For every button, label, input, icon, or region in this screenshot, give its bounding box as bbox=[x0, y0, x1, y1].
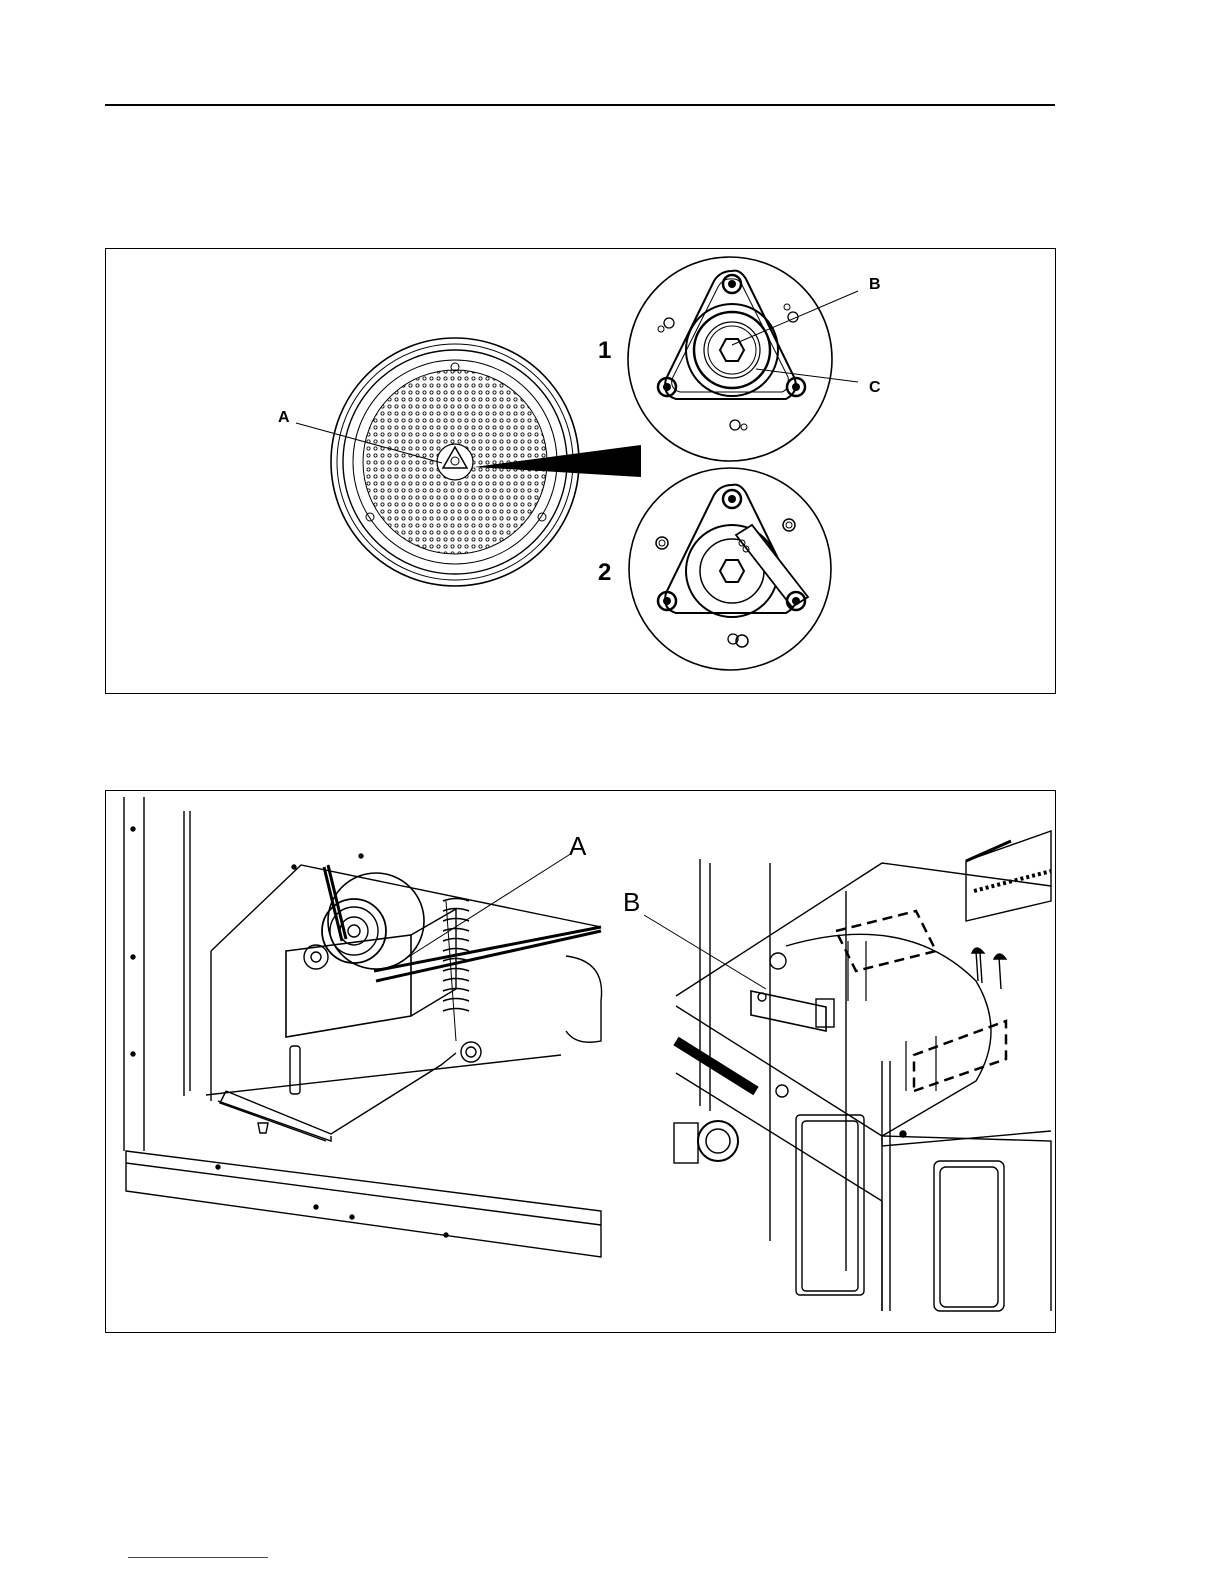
belt-bracket-illustration bbox=[106, 791, 1057, 1334]
callout-b: B bbox=[623, 887, 640, 918]
detail-view-2 bbox=[629, 468, 831, 670]
detail-view-1 bbox=[628, 257, 858, 461]
view-number-2: 2 bbox=[598, 559, 611, 587]
header-rule bbox=[105, 104, 1055, 106]
footer-link-underline bbox=[128, 1557, 268, 1558]
motor-belt-drawing bbox=[124, 797, 602, 1257]
top-bracket-drawing bbox=[644, 831, 1051, 1311]
figure-belt-and-bracket: A B bbox=[105, 790, 1056, 1333]
view-number-1: 1 bbox=[598, 337, 611, 365]
callout-a: A bbox=[569, 831, 586, 862]
drum-bearing-illustration bbox=[106, 249, 1057, 695]
callout-c: C bbox=[869, 379, 881, 397]
figure-drum-bearing: A B C 1 2 bbox=[105, 248, 1056, 694]
callout-b: B bbox=[869, 276, 881, 294]
callout-a: A bbox=[278, 409, 290, 427]
